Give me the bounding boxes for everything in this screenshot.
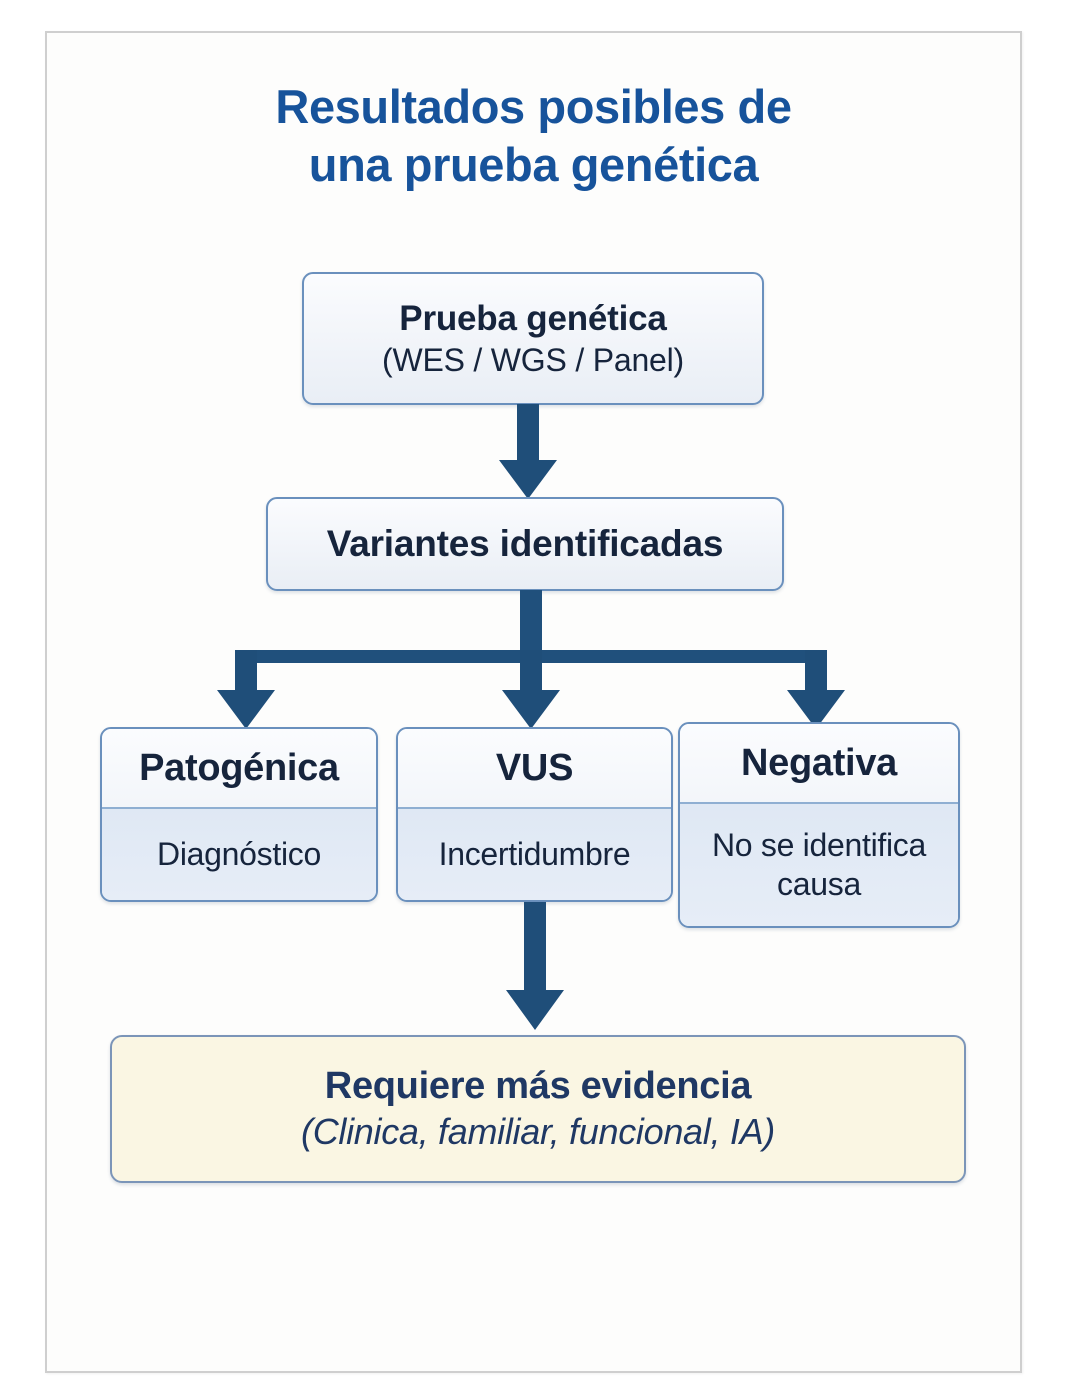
card-pathogenic-header: Patogénica (102, 729, 376, 809)
node-requires-more-evidence-title: Requiere más evidencia (324, 1065, 752, 1107)
node-identified-variants-title: Variantes identificadas (326, 523, 724, 564)
page-title-line-1: Resultados posibles de (275, 80, 792, 133)
page-title: Resultados posibles de una prueba genéti… (45, 78, 1022, 194)
node-requires-more-evidence[interactable]: Requiere más evidencia (Clinica, familia… (110, 1035, 966, 1183)
card-negative-header: Negativa (680, 724, 958, 804)
card-pathogenic-body: Diagnóstico (102, 809, 376, 900)
card-vus-header: VUS (398, 729, 671, 809)
connector-vus-to-evidence (505, 902, 565, 1032)
node-identified-variants[interactable]: Variantes identificadas (266, 497, 784, 591)
card-negative[interactable]: Negativa No se identifica causa (678, 722, 960, 928)
connector-variants-split (217, 590, 845, 730)
page-title-line-2: una prueba genética (308, 138, 759, 191)
card-pathogenic[interactable]: Patogénica Diagnóstico (100, 727, 378, 902)
node-genetic-test[interactable]: Prueba genética (WES / WGS / Panel) (302, 272, 764, 405)
node-requires-more-evidence-subtitle: (Clinica, familiar, funcional, IA) (301, 1111, 775, 1152)
node-genetic-test-subtitle: (WES / WGS / Panel) (381, 341, 685, 378)
card-vus[interactable]: VUS Incertidumbre (396, 727, 673, 902)
node-genetic-test-title: Prueba genética (399, 298, 667, 338)
card-vus-body: Incertidumbre (398, 809, 671, 900)
card-negative-body: No se identifica causa (680, 804, 958, 926)
connector-test-to-variants (498, 404, 558, 500)
